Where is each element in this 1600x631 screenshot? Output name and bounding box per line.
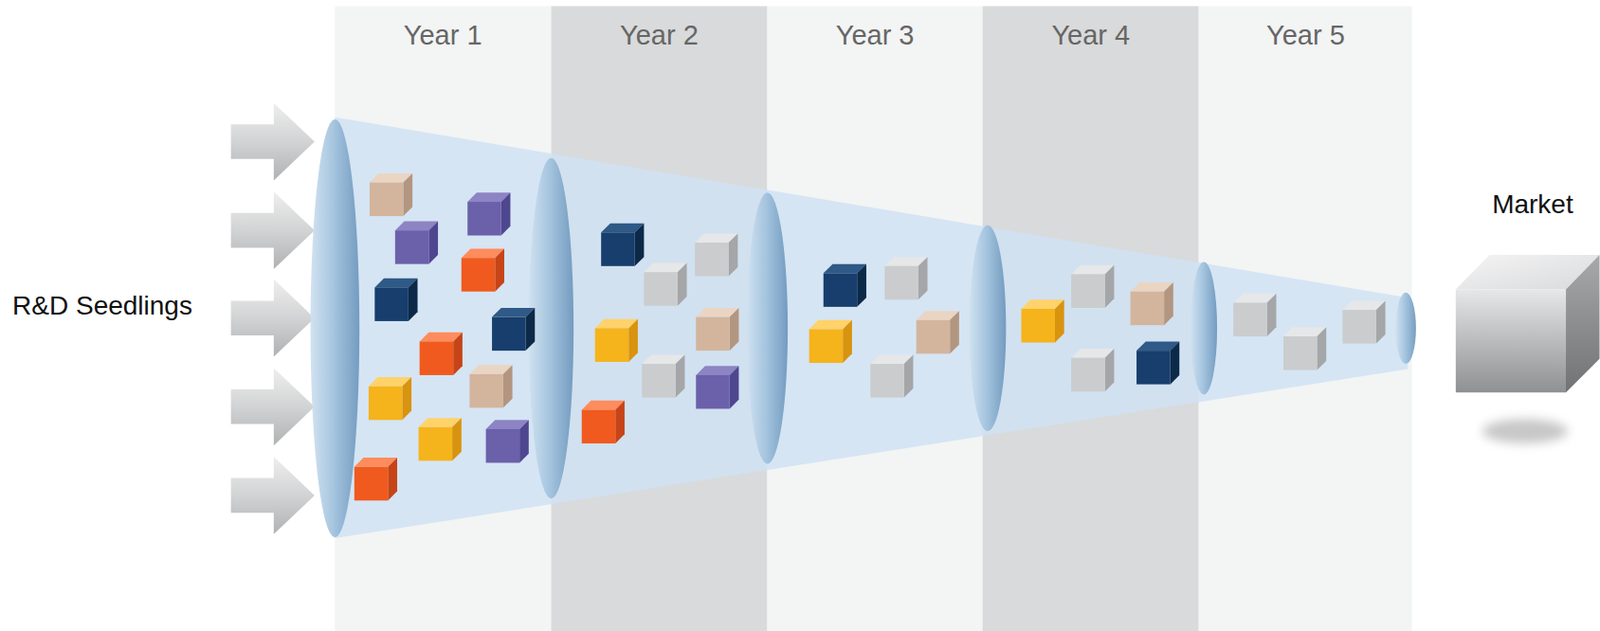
- market-label: Market: [1465, 189, 1600, 220]
- project-cube: [870, 354, 913, 398]
- project-cube: [694, 233, 738, 276]
- project-cube: [884, 256, 928, 300]
- project-cube: [418, 418, 462, 461]
- project-cube: [374, 278, 418, 322]
- input-arrow: [231, 456, 315, 535]
- funnel-rings: [310, 119, 1417, 538]
- funnel-ring: [310, 119, 361, 538]
- input-label: R&D Seedlings: [12, 290, 193, 322]
- input-arrow: [231, 191, 315, 270]
- project-cube: [1136, 341, 1180, 384]
- project-cube: [1130, 282, 1174, 326]
- project-cube: [486, 419, 529, 463]
- project-cube: [916, 310, 960, 354]
- funnel-ring: [1190, 262, 1218, 396]
- project-cube: [467, 192, 510, 236]
- project-cube: [641, 354, 685, 398]
- year-band: Year 5: [1199, 5, 1413, 631]
- funnel-ring: [969, 225, 1007, 432]
- project-cube: [595, 319, 638, 363]
- year-band: Year 2: [550, 5, 767, 631]
- project-cube: [1071, 265, 1114, 309]
- year-band-fills: [334, 5, 1412, 631]
- project-cube: [1233, 293, 1276, 337]
- project-cube: [491, 308, 535, 351]
- year-band: Year 1: [334, 5, 551, 631]
- project-cube: [643, 263, 687, 307]
- project-cube: [695, 365, 739, 409]
- project-cube: [469, 364, 512, 408]
- year-label: Year 2: [550, 19, 767, 52]
- market-cube: [1455, 254, 1600, 444]
- input-arrow: [231, 279, 315, 358]
- project-cube: [419, 332, 463, 376]
- project-cube: [823, 264, 867, 308]
- funnel-ring: [746, 192, 788, 464]
- year-label: Year 5: [1199, 19, 1413, 52]
- input-arrows: [231, 103, 315, 535]
- project-cube: [461, 249, 505, 292]
- year-band: Year 4: [982, 5, 1200, 631]
- project-cube: [581, 400, 625, 444]
- project-cube: [1283, 327, 1327, 370]
- input-arrow: [231, 367, 315, 446]
- input-arrow: [231, 103, 315, 182]
- market-cube: Market: [1465, 189, 1600, 394]
- project-cube: [368, 377, 412, 420]
- project-cube: [1342, 300, 1385, 344]
- project-cube: [600, 223, 644, 267]
- year-label: Year 1: [334, 19, 551, 52]
- year-label: Year 4: [982, 19, 1200, 52]
- year-band: Year 3: [767, 5, 983, 631]
- project-cubes: [354, 173, 1386, 501]
- project-cube: [395, 220, 438, 264]
- funnel-ring: [528, 158, 574, 499]
- project-cube: [809, 320, 853, 364]
- project-cube: [1071, 348, 1114, 392]
- funnel-ring: [1395, 292, 1417, 364]
- project-cube: [1020, 299, 1064, 343]
- year-label: Year 3: [767, 19, 983, 52]
- funnel-body: [334, 117, 1408, 539]
- project-cube: [354, 457, 398, 501]
- project-cube: [369, 173, 413, 217]
- project-cube: [695, 308, 739, 351]
